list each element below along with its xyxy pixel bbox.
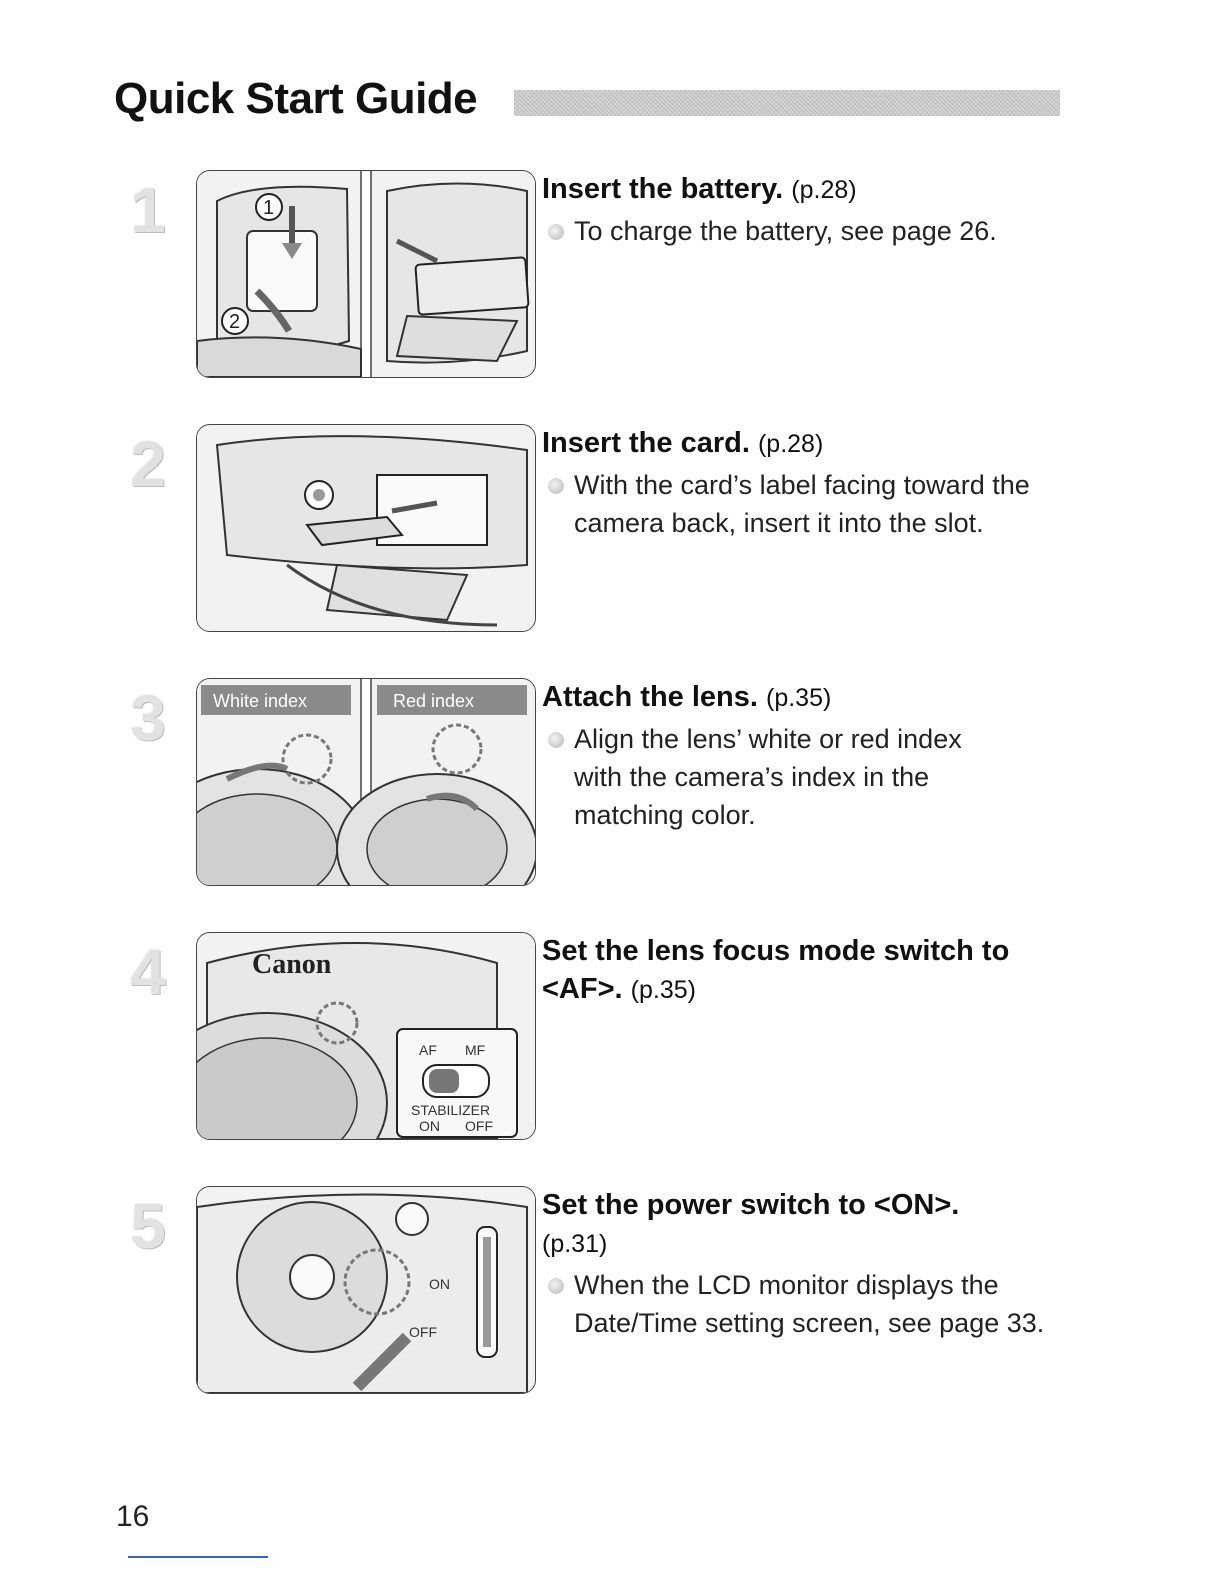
- power-off-label: OFF: [409, 1324, 437, 1340]
- step-heading: Insert the card. (p.28): [542, 424, 1062, 463]
- bullet-text: When the LCD monitor displays the Date/T…: [574, 1270, 1045, 1338]
- bullet-icon: [548, 732, 564, 748]
- title-rule: [514, 90, 1060, 116]
- af-label: AF: [419, 1042, 437, 1058]
- callout-2: 2: [229, 311, 240, 333]
- bullet-text: Align the lens’ white or red index with …: [574, 724, 962, 830]
- bullet-text: To charge the battery, see page 26.: [574, 216, 997, 246]
- page-ref: (p.35): [630, 976, 696, 1004]
- bullet-item: When the LCD monitor displays the Date/T…: [546, 1266, 1056, 1342]
- bullet-text: With the card’s label facing toward the …: [574, 470, 1030, 538]
- step-heading-text: Set the power switch to <ON>.: [542, 1189, 960, 1221]
- page-ref: (p.31): [542, 1230, 608, 1258]
- on-label: ON: [419, 1118, 440, 1134]
- bullet-item: With the card’s label facing toward the …: [546, 466, 1056, 542]
- step-heading-text: Set the lens focus mode switch to <AF>.: [542, 935, 1010, 1005]
- step-heading: Set the lens focus mode switch to <AF>. …: [542, 932, 1062, 1009]
- focus-switch-illustration: Canon AF MF STABILIZER ON OFF: [196, 932, 536, 1140]
- page-ref: (p.28): [757, 430, 824, 458]
- step-number: 2: [130, 428, 166, 500]
- battery-illustration: 1 2: [196, 170, 536, 378]
- footer-rule: [128, 1556, 268, 1558]
- step-number: 1: [130, 174, 166, 246]
- page-title: Quick Start Guide: [114, 74, 478, 123]
- mf-label: MF: [465, 1042, 485, 1058]
- page-number: 16: [116, 1500, 150, 1533]
- step-heading: Insert the battery. (p.28): [542, 170, 1062, 209]
- white-index-label: White index: [213, 691, 307, 711]
- power-switch-illustration: ON OFF: [196, 1186, 536, 1394]
- step-heading-text: Insert the card.: [542, 427, 750, 459]
- bullet-item: Align the lens’ white or red index with …: [546, 720, 1056, 834]
- stabilizer-label: STABILIZER: [411, 1102, 490, 1118]
- bullet-icon: [548, 1278, 564, 1294]
- step-number: 5: [130, 1190, 166, 1262]
- bullet-icon: [548, 478, 564, 494]
- bullet-item: To charge the battery, see page 26.: [546, 212, 1056, 250]
- step-heading: Attach the lens. (p.35): [542, 678, 1062, 717]
- lens-mount-illustration: White index Red index: [196, 678, 536, 886]
- page-ref: (p.35): [766, 684, 832, 712]
- bullet-icon: [548, 224, 564, 240]
- svg-text:Canon: Canon: [252, 949, 332, 980]
- step-heading-text: Insert the battery.: [542, 173, 784, 205]
- page-ref: (p.28): [791, 176, 857, 204]
- off-label: OFF: [465, 1118, 493, 1134]
- red-index-label: Red index: [393, 691, 474, 711]
- step-heading-text: Attach the lens.: [542, 681, 758, 713]
- card-illustration: [196, 424, 536, 632]
- callout-1: 1: [263, 197, 274, 219]
- step-number: 4: [130, 936, 166, 1008]
- power-on-label: ON: [429, 1276, 450, 1292]
- step-number: 3: [130, 682, 166, 754]
- step-heading: Set the power switch to <ON>. (p.31): [542, 1186, 1062, 1263]
